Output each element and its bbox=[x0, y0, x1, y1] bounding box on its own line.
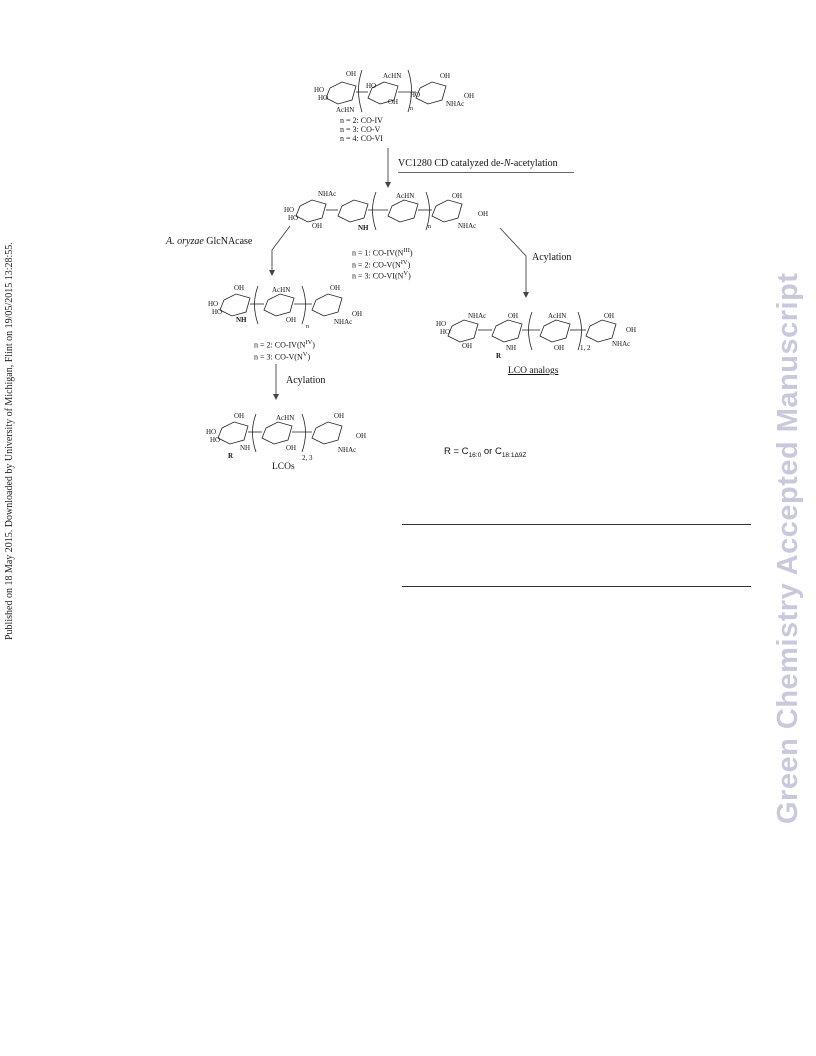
glcnacase-italic: A. oryzae bbox=[166, 236, 204, 247]
left-acylation-label: Acylation bbox=[286, 375, 326, 386]
mid-series-2: n = 2: CO-V(NIV) bbox=[352, 258, 411, 270]
lco-structure: OH HO HO NH R AcHN OH OH OH NHAc 2, 3 bbox=[206, 412, 366, 462]
top-ho-4: HO bbox=[410, 91, 420, 99]
lco-oh-3: OH bbox=[334, 412, 344, 420]
analog-ho-2: HO bbox=[440, 328, 450, 336]
step1-prefix: VC1280 CD catalyzed de- bbox=[398, 158, 504, 169]
left-series-2: n = 3: CO-V(NV) bbox=[254, 350, 311, 362]
mid-series-labels: n = 1: CO-IV(NIII) n = 2: CO-V(NIV) n = … bbox=[352, 246, 413, 281]
left-series-labels: n = 2: CO-IV(NIV) n = 3: CO-V(NV) bbox=[254, 338, 315, 361]
mid-series-3: n = 3: CO-VI(NV) bbox=[352, 270, 411, 281]
left-series-1: n = 2: CO-IV(NIV) bbox=[254, 339, 315, 350]
lco-r: R bbox=[228, 452, 234, 460]
lcos-caption: LCOs bbox=[272, 462, 295, 472]
mid-ho-2: HO bbox=[288, 214, 298, 222]
left-achn: AcHN bbox=[272, 286, 290, 294]
left-ho-2: HO bbox=[212, 308, 222, 316]
analog-oh-4: OH bbox=[604, 312, 614, 320]
top-oh-3: OH bbox=[440, 72, 450, 80]
left-co-structure: OH HO HO NH AcHN OH OH OH NHAc n bbox=[208, 284, 362, 330]
top-series-co-v: n = 3: CO-V bbox=[340, 125, 381, 134]
analog-nh: NH bbox=[506, 344, 516, 352]
lco-n-label: 2, 3 bbox=[302, 454, 313, 462]
top-ho-2: HO bbox=[318, 94, 328, 102]
arrow-left-branch bbox=[271, 225, 291, 272]
analog-n-label: 1, 2 bbox=[580, 344, 591, 352]
step1-italic: N bbox=[503, 158, 511, 169]
rule-bottom bbox=[402, 586, 751, 587]
top-achn-1: AcHN bbox=[336, 106, 354, 114]
r-definition: R = C16:0 or C18:1Δ9Z bbox=[444, 446, 527, 459]
top-n-label: n bbox=[410, 106, 413, 112]
top-oh-4: OH bbox=[464, 92, 474, 100]
mid-nh2: NH bbox=[358, 224, 369, 232]
left-oh-1: OH bbox=[234, 284, 244, 292]
analog-r: R bbox=[496, 352, 502, 360]
top-ho-1: HO bbox=[314, 86, 324, 94]
lco-analog-structure: NHAc HO HO OH OH NH R AcHN OH OH OH NHAc… bbox=[436, 311, 636, 360]
analog-nhac-2: NHAc bbox=[612, 340, 630, 348]
step-deacetylation-label: VC1280 CD catalyzed de-N-acetylation bbox=[398, 158, 558, 169]
lco-achn: AcHN bbox=[276, 414, 294, 422]
top-series-co-iv: n = 2: CO-IV bbox=[340, 116, 383, 125]
top-ho-3: HO bbox=[366, 82, 376, 90]
mid-oh-2: OH bbox=[452, 192, 462, 200]
lco-oh-2: OH bbox=[286, 444, 296, 452]
top-achn-2: AcHN bbox=[383, 72, 401, 80]
step1-underline bbox=[398, 172, 574, 173]
lco-analogs-caption: LCO analogs bbox=[508, 366, 559, 376]
top-nhac-1: NHAc bbox=[446, 100, 464, 108]
top-oh-2: OH bbox=[388, 98, 398, 106]
top-series-labels: n = 2: CO-IV n = 3: CO-V n = 4: CO-VI bbox=[340, 116, 383, 143]
analog-achn: AcHN bbox=[548, 312, 566, 320]
mid-oh-3: OH bbox=[478, 210, 488, 218]
top-oh-1: OH bbox=[346, 70, 356, 78]
glcnacase-label: A. oryzae GlcNAcase bbox=[166, 236, 252, 247]
left-oh-2: OH bbox=[286, 316, 296, 324]
analog-oh-1: OH bbox=[462, 342, 472, 350]
mid-achn: AcHN bbox=[396, 192, 414, 200]
mid-nhac-2: NHAc bbox=[458, 222, 476, 230]
mid-ho-1: HO bbox=[284, 206, 294, 214]
top-series-co-vi: n = 4: CO-VI bbox=[340, 134, 383, 143]
analog-ho-1: HO bbox=[436, 320, 446, 328]
arrow-right-branch bbox=[499, 227, 527, 294]
left-nh2: NH bbox=[236, 316, 247, 324]
lco-oh-1: OH bbox=[234, 412, 244, 420]
mid-co-structure: NHAc HO HO OH NH AcHN OH OH NHAc n bbox=[284, 190, 488, 232]
analog-oh-5: OH bbox=[626, 326, 636, 334]
rule-top bbox=[402, 524, 751, 525]
lco-nh: NH bbox=[240, 444, 250, 452]
mid-oh-1: OH bbox=[312, 222, 322, 230]
mid-series-1: n = 1: CO-IV(NIII) bbox=[352, 247, 413, 258]
left-oh-3: OH bbox=[330, 284, 340, 292]
analog-nhac-1: NHAc bbox=[468, 312, 486, 320]
mid-nhac-1: NHAc bbox=[318, 190, 336, 198]
right-acylation-label: Acylation bbox=[532, 252, 572, 263]
lco-nhac: NHAc bbox=[338, 446, 356, 454]
top-co-structure: OH HO HO AcHN AcHN HO OH OH HO OH NHAc n bbox=[314, 69, 474, 114]
analog-oh-2: OH bbox=[508, 312, 518, 320]
step1-suffix: -acetylation bbox=[510, 158, 558, 169]
left-ho-1: HO bbox=[208, 300, 218, 308]
left-n-label: n bbox=[306, 324, 309, 330]
lco-ho-2: HO bbox=[210, 436, 220, 444]
glcnacase-rest: GlcNAcase bbox=[203, 236, 253, 247]
left-nhac: NHAc bbox=[334, 318, 352, 326]
lco-oh-4: OH bbox=[356, 432, 366, 440]
lco-ho-1: HO bbox=[206, 428, 216, 436]
mid-n-label: n bbox=[428, 224, 431, 230]
analog-oh-3: OH bbox=[554, 344, 564, 352]
left-oh-4: OH bbox=[352, 310, 362, 318]
